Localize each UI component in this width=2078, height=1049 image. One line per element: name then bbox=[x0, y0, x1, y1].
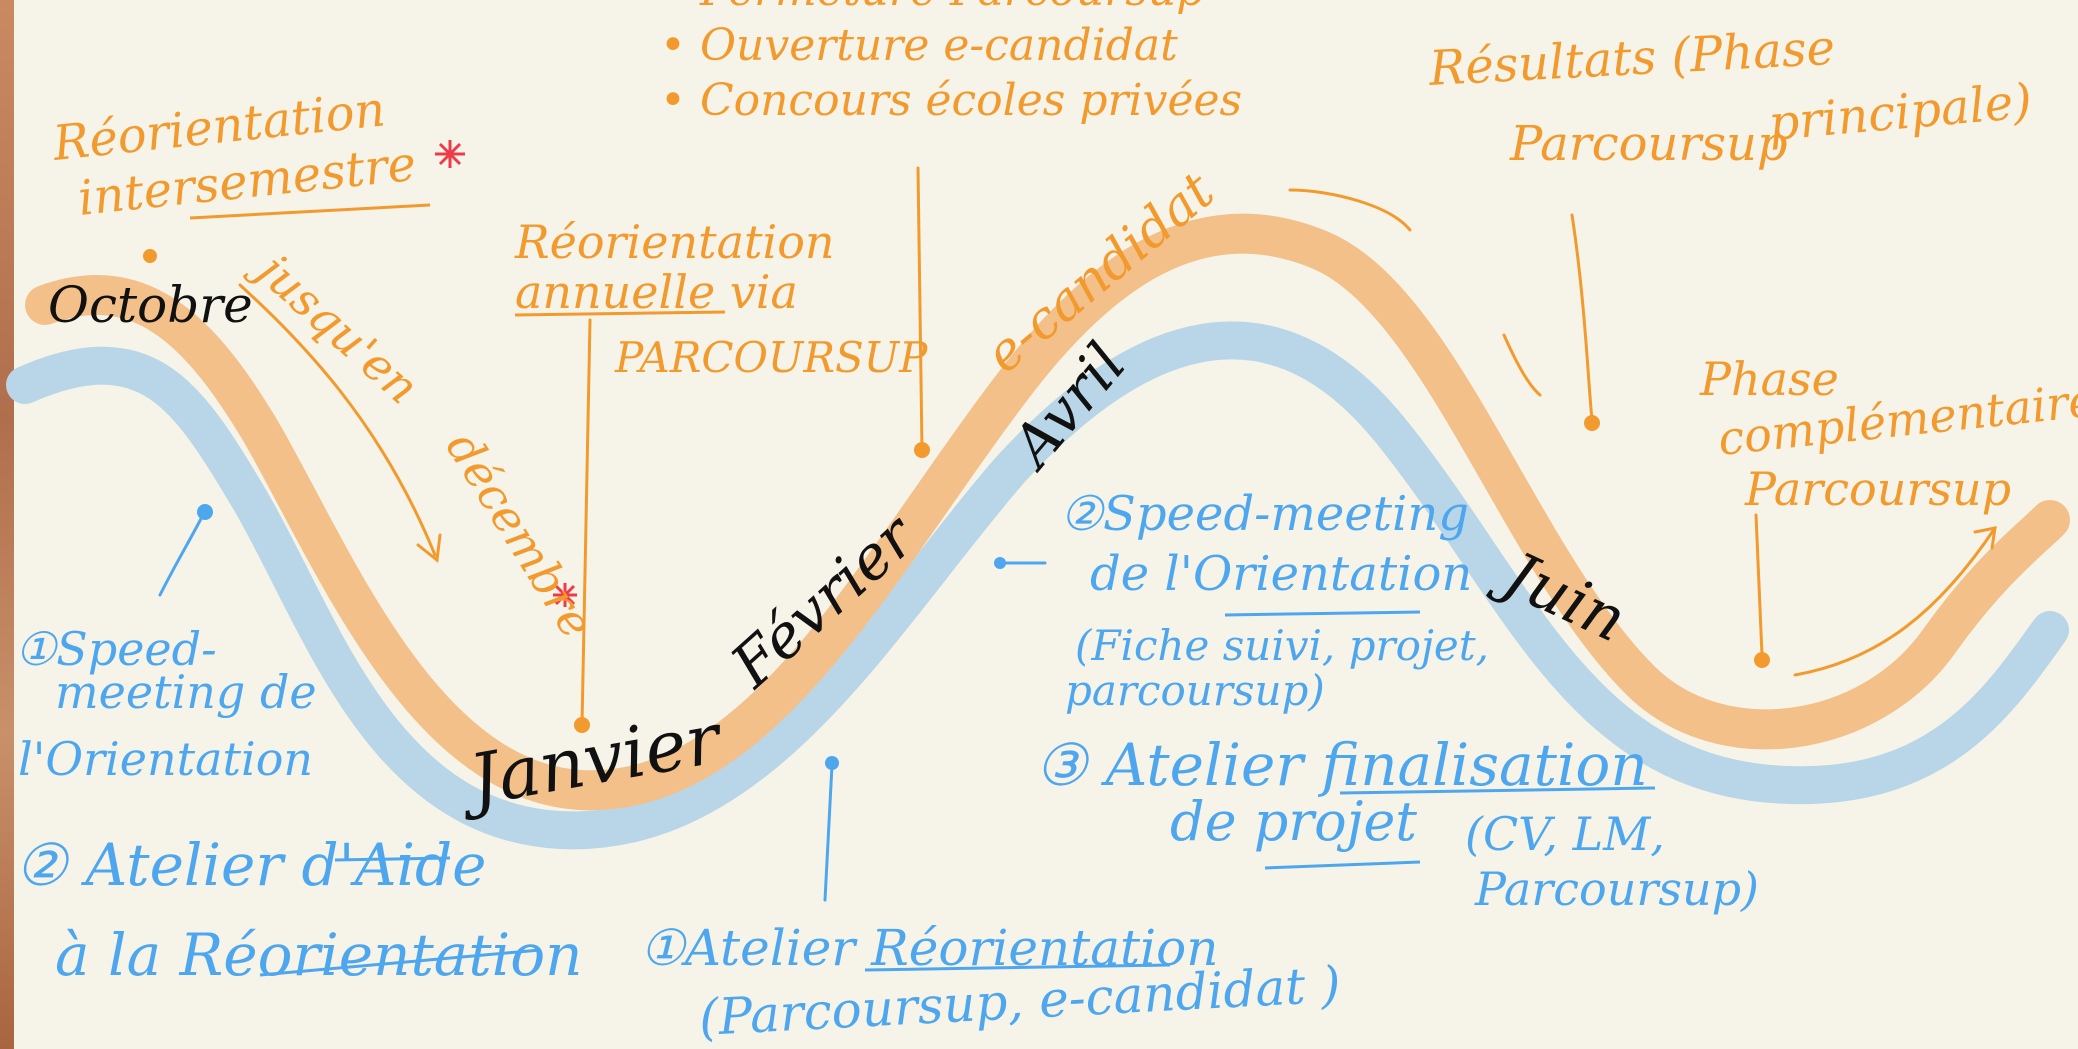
speed2-line1: ②Speed-meeting bbox=[1060, 486, 1469, 542]
decembre-arrow bbox=[238, 283, 437, 557]
complementaire-arrowhead bbox=[1973, 526, 1997, 550]
asterisk-icon bbox=[553, 583, 577, 607]
speed2-line4: parcoursup) bbox=[1065, 666, 1325, 715]
blue-dots bbox=[197, 504, 1006, 770]
complementaire-dot bbox=[1754, 652, 1770, 668]
speed2-line2: de l'Orientation bbox=[1090, 546, 1472, 602]
blue-band bbox=[6, 321, 2069, 850]
red-asterisks bbox=[435, 140, 577, 607]
top-note-line2: • Ouverture e-candidat bbox=[660, 20, 1178, 71]
speed2-dot bbox=[994, 557, 1006, 569]
e-candidat-arrow-line bbox=[1288, 188, 1412, 232]
finalisation-line3: (CV, LM, bbox=[1465, 807, 1665, 861]
resultats-line3: Parcoursup bbox=[1509, 116, 1788, 172]
orange-band bbox=[25, 213, 2070, 811]
complementaire-line3: Parcoursup bbox=[1744, 462, 2011, 516]
annuelle-line3: PARCOURSUP bbox=[614, 333, 928, 382]
orange-connectors bbox=[238, 166, 1997, 727]
top-notes-dot bbox=[914, 442, 930, 458]
complementaire-connector bbox=[1754, 513, 1764, 657]
resultats-line1: Résultats (Phase bbox=[1427, 20, 1836, 97]
atelier-reo-line1: ①Atelier Réorientation bbox=[640, 919, 1218, 977]
annuelle-connector bbox=[580, 318, 592, 727]
blue-connectors bbox=[158, 513, 1047, 902]
orange-annotations: Réorientation intersemestre jusqu'en déc… bbox=[49, 0, 2078, 648]
top-notes-connector bbox=[916, 166, 924, 452]
decembre-arrowhead bbox=[416, 533, 442, 563]
complementaire-arrow bbox=[1793, 526, 1997, 677]
speed2-line3: (Fiche suivi, projet, bbox=[1075, 621, 1489, 670]
octobre-dot bbox=[143, 249, 157, 263]
blue-underlines bbox=[259, 610, 1656, 977]
finalisation-line4: Parcoursup) bbox=[1474, 862, 1759, 916]
speed1-line2: meeting de bbox=[55, 665, 317, 719]
month-octobre: Octobre bbox=[48, 276, 253, 334]
resultats-line2: principale) bbox=[1766, 73, 2034, 152]
atelier-reo-dot bbox=[825, 756, 839, 770]
resultats-dot bbox=[1584, 415, 1600, 431]
atelier-reo-connector bbox=[823, 763, 834, 902]
jusqu-label: jusqu'en bbox=[241, 237, 430, 414]
janvier-dot bbox=[574, 717, 590, 733]
asterisk-icon bbox=[435, 140, 465, 168]
top-note-line1: • Fermeture Parcoursup bbox=[660, 0, 1204, 16]
speed1-line1: ①Speed- bbox=[15, 622, 217, 676]
aide-line1: ② Atelier d'Aide bbox=[15, 831, 486, 899]
annuelle-line2: annuelle via bbox=[515, 265, 798, 319]
resultats-connector bbox=[1570, 213, 1594, 422]
orange-underlines bbox=[189, 203, 726, 317]
decembre-label: décembre bbox=[436, 422, 605, 647]
wood-edge bbox=[0, 0, 14, 1049]
resultats-arrow bbox=[1502, 333, 1542, 397]
finalisation-line2: de projet bbox=[1170, 790, 1417, 853]
complementaire-line1: Phase bbox=[1699, 352, 1839, 406]
orange-dots bbox=[143, 249, 1770, 733]
blue-annotations: ①Speed- meeting de l'Orientation ② Ateli… bbox=[15, 486, 1759, 1047]
annuelle-line1: Réorientation bbox=[514, 215, 835, 269]
speed1-dot bbox=[197, 504, 213, 520]
aide-line2: à la Réorientation bbox=[55, 921, 582, 989]
top-note-line3: • Concours écoles privées bbox=[660, 75, 1242, 126]
finalisation-line1: ③ Atelier finalisation bbox=[1035, 731, 1648, 799]
speed1-connector bbox=[158, 513, 205, 597]
speed1-line3: l'Orientation bbox=[18, 732, 313, 786]
